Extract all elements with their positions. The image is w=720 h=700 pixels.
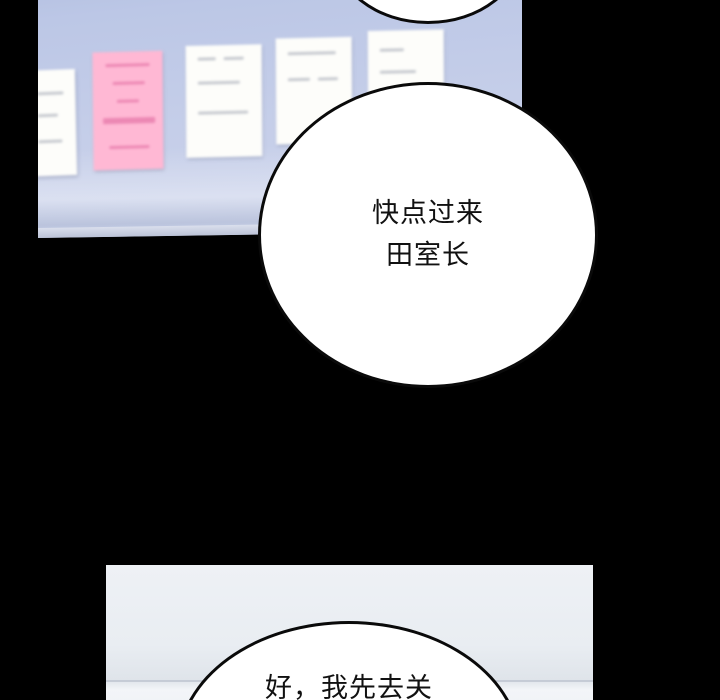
- speech-bubble-main-text: 快点过来 田室长: [372, 198, 484, 271]
- speech-bubble-main: 快点过来 田室长: [258, 82, 598, 388]
- sticky-note-pink: [92, 50, 164, 171]
- sticky-note: [38, 68, 78, 177]
- sticky-note: [185, 44, 263, 158]
- speech-bubble-bottom-text: 好，我先去关: [265, 673, 433, 700]
